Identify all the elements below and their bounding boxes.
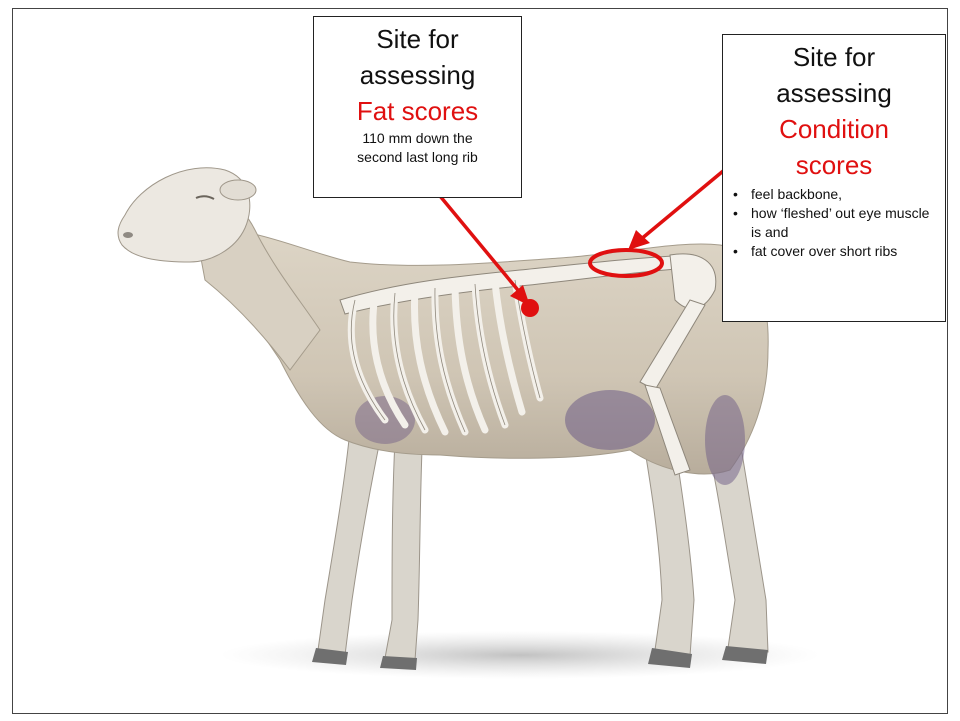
condition-heading-line1: Condition: [723, 111, 945, 147]
fat-scores-heading: Fat scores: [314, 93, 521, 129]
fat-detail-line2: second last long rib: [314, 148, 521, 167]
condition-bullet: fat cover over short ribs: [733, 242, 941, 261]
fat-score-callout: Site for assessing Fat scores 110 mm dow…: [313, 16, 522, 198]
thigh-shadow: [705, 395, 745, 485]
fat-score-site-marker: [521, 299, 539, 317]
sheep-nose: [123, 232, 133, 238]
condition-bullet: feel backbone,: [733, 185, 941, 204]
belly-shadow: [565, 390, 655, 450]
condition-score-callout: Site for assessing Condition scores feel…: [722, 34, 946, 322]
fat-callout-line2: assessing: [314, 57, 521, 93]
condition-callout-line1: Site for: [723, 39, 945, 75]
fat-detail-line1: 110 mm down the: [314, 129, 521, 148]
condition-callout-line2: assessing: [723, 75, 945, 111]
condition-bullet: how ‘fleshed’ out eye muscle is and: [733, 204, 941, 242]
condition-heading-line2: scores: [723, 147, 945, 183]
sheep-ear: [220, 180, 256, 200]
fat-callout-line1: Site for: [314, 21, 521, 57]
condition-bullet-list: feel backbone, how ‘fleshed’ out eye mus…: [723, 185, 945, 261]
